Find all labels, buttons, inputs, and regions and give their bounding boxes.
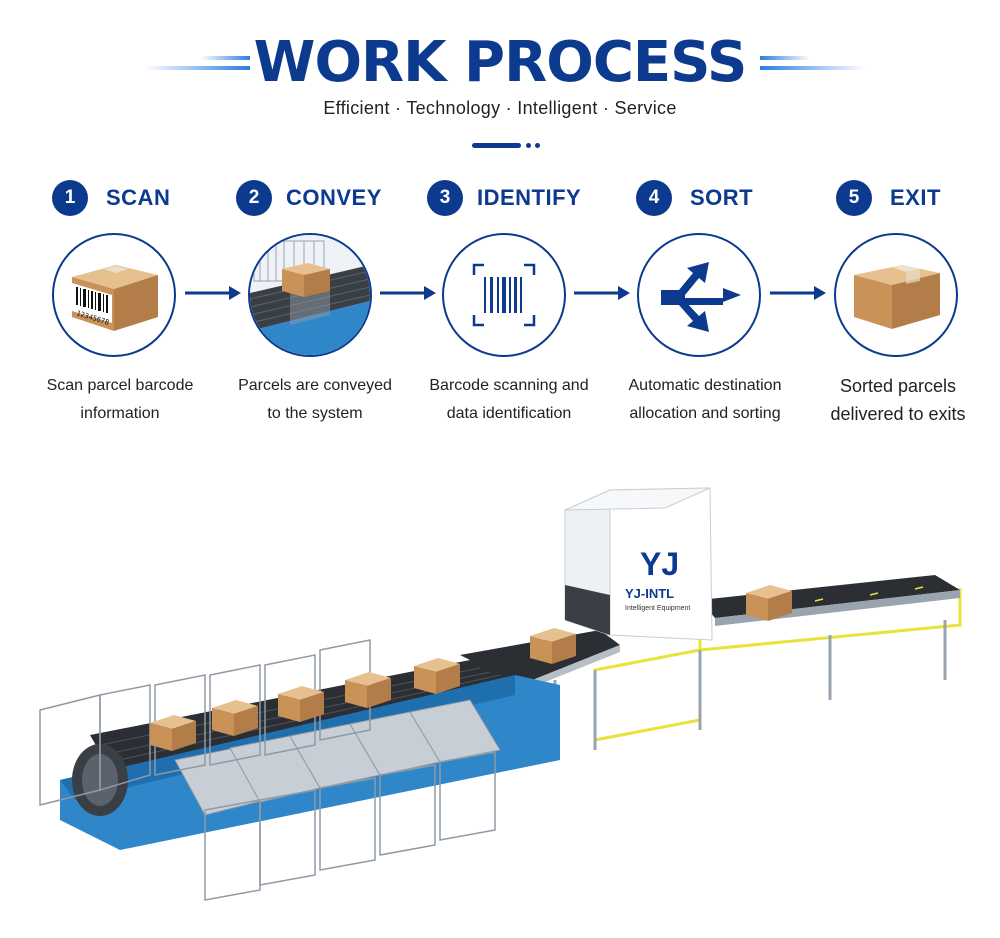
- step-heading-exit: 5 EXIT: [836, 178, 941, 218]
- arrow-right-icon: [574, 286, 630, 300]
- title-deco-left: [145, 66, 250, 70]
- title-deco-right-short: [760, 56, 810, 60]
- sort-arrows-icon: [661, 262, 741, 332]
- parcel-box-icon: [414, 658, 460, 694]
- step-title: EXIT: [890, 185, 941, 210]
- step-heading-identify: 3 IDENTIFY: [427, 178, 581, 218]
- step-number: 4: [636, 180, 672, 216]
- arrow-right-icon: [185, 286, 241, 300]
- arrow-right-icon: [380, 286, 436, 300]
- logo-mark: YJ: [640, 546, 679, 582]
- step-circle-identify: [442, 233, 566, 357]
- step-circle-exit: [834, 233, 958, 357]
- step-circle-sort: [637, 233, 761, 357]
- page-subtitle: Efficient · Technology · Intelligent · S…: [323, 98, 677, 118]
- title-deco-right: [760, 66, 865, 70]
- step-number: 1: [52, 180, 88, 216]
- step-number: 3: [427, 180, 463, 216]
- step-description-convey: Parcels are conveyed to the system: [238, 377, 392, 422]
- step-title: SCAN: [106, 185, 171, 210]
- title-deco-left-short: [200, 56, 250, 60]
- step-number: 2: [236, 180, 272, 216]
- separator-dot: [535, 143, 540, 148]
- separator-bar: [472, 143, 521, 148]
- step-circle-scan: 12345678: [52, 233, 176, 357]
- parcel-box-icon: [530, 628, 576, 664]
- parcel-box-icon: [212, 700, 258, 736]
- barcode-box-icon: 12345678: [72, 265, 158, 331]
- conveyor-icon: [250, 235, 370, 355]
- step-description-sort: Automatic destination allocation and sor…: [628, 377, 782, 422]
- parcel-box-icon: [345, 672, 391, 708]
- parcel-box-icon: [854, 265, 940, 329]
- step-title: SORT: [690, 185, 754, 210]
- scanner-tunnel: YJ YJ-INTL Intelligent Equipment: [564, 487, 713, 641]
- step-description-scan: Scan parcel barcode information: [46, 377, 194, 422]
- parcel-box-icon: [150, 715, 196, 751]
- page-title: WORK PROCESS: [253, 30, 748, 95]
- step-heading-sort: 4 SORT: [636, 178, 753, 218]
- arrow-right-icon: [770, 286, 826, 300]
- sorting-machine-illustration: YJ YJ-INTL Intelligent Equipment: [39, 487, 962, 901]
- separator-dot: [526, 143, 531, 148]
- step-description-exit: Sorted parcels delivered to exits: [830, 376, 966, 424]
- brand-name: YJ-INTL: [625, 586, 674, 601]
- step-description-identify: Barcode scanning and data identification: [429, 377, 589, 422]
- brand-tagline: Intelligent Equipment: [625, 605, 690, 612]
- step-circle-convey: [248, 233, 372, 357]
- barcode-scan-icon: [472, 263, 536, 327]
- step-number: 5: [836, 180, 872, 216]
- step-title: CONVEY: [286, 185, 382, 210]
- sorting-chutes: [174, 699, 501, 816]
- step-heading-convey: 2 CONVEY: [236, 178, 382, 218]
- parcel-box-icon: [278, 686, 324, 722]
- step-heading-scan: 1 SCAN: [52, 178, 170, 218]
- parcel-box-icon: [746, 585, 792, 621]
- parcels: [150, 585, 792, 751]
- step-title: IDENTIFY: [477, 185, 582, 210]
